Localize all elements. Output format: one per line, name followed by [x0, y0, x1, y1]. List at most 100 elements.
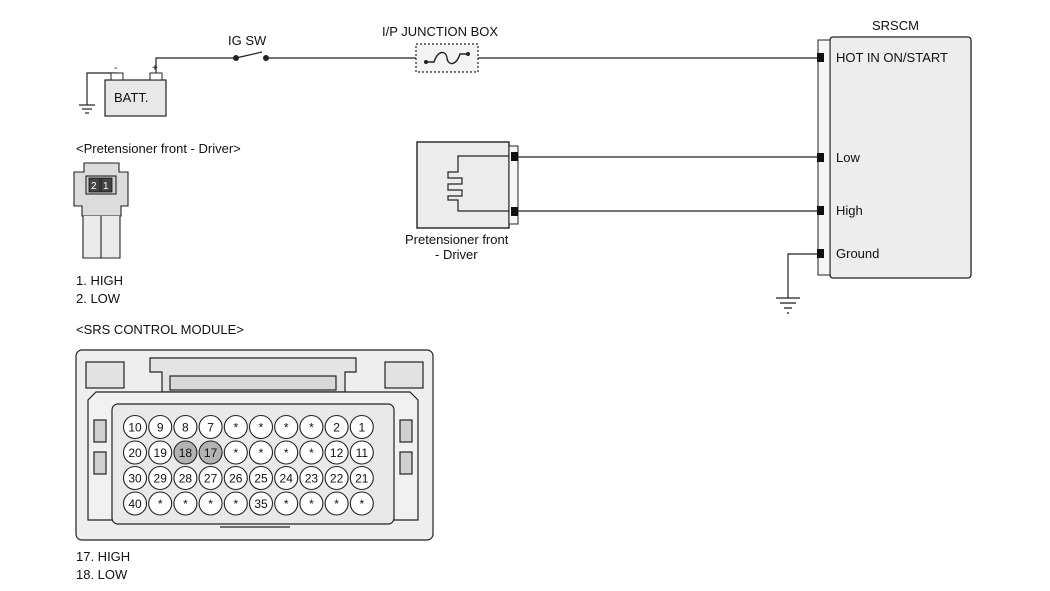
srs-cavity — [248, 491, 274, 516]
srs-cavity-label: 40 — [128, 497, 142, 511]
srs-cavity — [299, 465, 324, 491]
srscm-terminal-low: Low — [836, 150, 860, 165]
pretensioner-caption-line2: - Driver — [435, 247, 478, 262]
srs-cavity-label: * — [233, 446, 238, 460]
ig-switch-contact-left — [233, 55, 239, 61]
battery-label: BATT. — [114, 90, 148, 105]
srs-cavity — [173, 465, 198, 491]
srs-cavity — [274, 414, 299, 440]
srscm-terminal-pin-high — [817, 206, 824, 215]
srs-cavity-label: 22 — [330, 472, 344, 486]
srs-cavity-label: 21 — [355, 472, 369, 486]
srscm-terminal-pin-ground — [817, 249, 824, 258]
srs-cavity — [198, 414, 223, 440]
srs-cavity — [122, 440, 148, 465]
srs-cavity-label: 26 — [229, 472, 243, 486]
srscm-terminal-pin-low — [817, 153, 824, 162]
battery-negative-sign: - — [114, 63, 117, 74]
pretensioner-symbol — [416, 141, 510, 229]
srs-cavity — [148, 491, 173, 516]
srs-cavity — [349, 491, 374, 516]
pretensioner-caption-line1: Pretensioner front — [405, 232, 509, 247]
srs-cavity-label: 10 — [128, 421, 142, 435]
srs-cavity — [324, 414, 349, 440]
srs-module-title: <SRS CONTROL MODULE> — [76, 322, 244, 337]
srs-cavity — [148, 465, 173, 491]
srs-cavity — [299, 491, 324, 516]
srscm-terminal-ground: Ground — [836, 246, 879, 261]
battery-negative-terminal — [110, 72, 124, 81]
srs-cavity-label: * — [259, 446, 264, 460]
srs-cavity — [248, 440, 274, 465]
srs-cavity-label: * — [359, 497, 364, 511]
srs-cavity-label: 25 — [254, 472, 268, 486]
srs-cavity-label: 12 — [330, 446, 344, 460]
srs-cavity-label: 1 — [358, 421, 365, 435]
battery-symbol — [104, 79, 167, 117]
srs-cavity-label: 27 — [204, 472, 218, 486]
srs-cavity — [324, 491, 349, 516]
srs-cavity-label: 35 — [254, 497, 268, 511]
srs-cavity-label: * — [284, 421, 289, 435]
srs-cavity — [223, 465, 248, 491]
srs-cavity — [274, 465, 299, 491]
pretensioner-squib-icon — [447, 155, 509, 212]
srs-cavity-label: 17 — [204, 446, 218, 460]
srs-cavity — [198, 465, 223, 491]
srs-cavity-label: * — [284, 446, 289, 460]
srs-cavity — [122, 491, 148, 516]
pretensioner-cavity-2-label: 2 — [91, 181, 97, 192]
srs-pin-17: 17. HIGH — [76, 549, 130, 564]
srs-cavity — [148, 440, 173, 465]
battery-ground-wire — [86, 72, 117, 105]
srs-cavity-label: * — [233, 421, 238, 435]
srs-cavity-label: 20 — [128, 446, 142, 460]
battery-positive-wire — [155, 57, 236, 73]
junction-box-label: I/P JUNCTION BOX — [382, 24, 498, 39]
srs-cavity — [248, 465, 274, 491]
battery-positive-terminal — [149, 72, 163, 81]
srs-cavity-label: 7 — [207, 421, 214, 435]
srs-cavity-label: 8 — [182, 421, 189, 435]
srs-cavity-label: * — [309, 446, 314, 460]
srs-cavity-label: 23 — [305, 472, 319, 486]
power-circuit — [79, 51, 818, 114]
srscm-terminal-high: High — [836, 203, 863, 218]
srs-cavity-label: * — [158, 497, 163, 511]
srs-cavity-label: * — [183, 497, 188, 511]
srs-cavity-label: * — [309, 421, 314, 435]
pretensioner-cavity-1-label: 1 — [103, 181, 109, 192]
pretensioner-connector — [508, 145, 519, 225]
srs-cavity — [274, 491, 299, 516]
srs-cavity-label: 19 — [154, 446, 168, 460]
srs-cavity — [148, 414, 173, 440]
pretensioner-cavity-1 — [100, 177, 113, 193]
srs-cavity — [248, 414, 274, 440]
srs-cavity — [223, 440, 248, 465]
srs-cavity-label: * — [334, 497, 339, 511]
srs-cavity — [274, 440, 299, 465]
srscm-ground-symbol — [776, 297, 800, 314]
srs-cavity — [122, 414, 148, 440]
srs-cavity — [173, 414, 198, 440]
srs-cavity — [198, 440, 223, 465]
srs-cavity — [299, 414, 324, 440]
srscm-terminal-hot: HOT IN ON/START — [836, 50, 948, 65]
pretensioner-connector-face — [73, 162, 129, 259]
srs-cavity — [324, 440, 349, 465]
srs-cavity-label: 28 — [179, 472, 193, 486]
battery-positive-sign: + — [152, 63, 158, 74]
srs-cavity — [349, 440, 374, 465]
srs-cavity — [223, 414, 248, 440]
srs-cavity-label: * — [259, 421, 264, 435]
srs-cavity-label: 2 — [333, 421, 340, 435]
srs-cavity — [349, 465, 374, 491]
srs-cavity — [173, 440, 198, 465]
srscm-terminal-pin-hot — [817, 53, 824, 62]
pretensioner-pin-1: 1. HIGH — [76, 273, 123, 288]
pretensioner-cavity-2 — [88, 177, 101, 193]
fuse-icon — [426, 51, 468, 65]
srs-cavity — [223, 491, 248, 516]
srs-cavity-label: * — [309, 497, 314, 511]
